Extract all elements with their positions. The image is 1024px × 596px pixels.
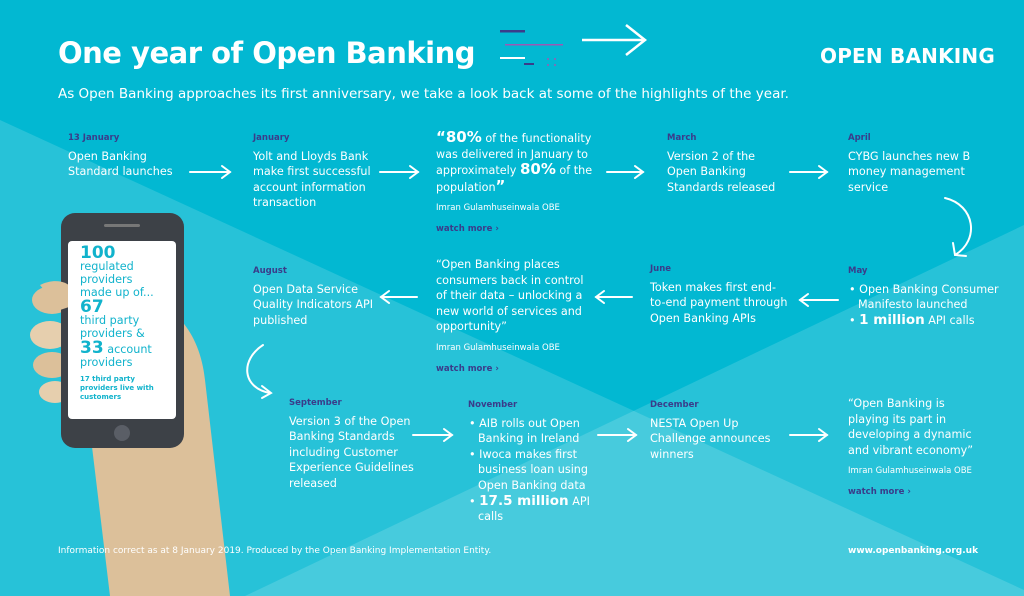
arrow-right-icon [606,165,645,179]
footer-note: Information correct as at 8 January 2019… [58,546,492,556]
event-march: March Version 2 of the Open Banking Stan… [667,131,787,195]
event-text: NESTA Open Up Challenge announces winner… [650,416,771,461]
quote-author: Imran Gulamhuseinwala OBE [848,466,972,477]
event-13-january: 13 January Open Banking Standard launche… [68,131,188,180]
event-november: November • AIB rolls out Open Banking in… [468,398,613,525]
stat-regulated-count: 100 [80,243,116,263]
event-text: Open Banking Standard launches [68,149,173,179]
stat-tpp-count: 67 [80,297,104,317]
curved-arrow-down-icon [944,197,972,257]
event-bullet: • AIB rolls out Open Banking in Ireland [469,416,580,446]
event-text: Version 3 of the Open Banking Standards … [289,414,414,490]
footer-website-link[interactable]: www.openbanking.org.uk [848,546,979,556]
light-diagonal-band [0,120,1024,596]
page-subtitle: As Open Banking approaches its first ann… [58,86,789,102]
event-date: April [848,133,871,143]
header-lines-icon [500,30,563,66]
event-date: May [848,266,868,276]
open-banking-logo: OPEN BANKING [820,44,995,68]
event-date: November [468,400,518,410]
quote-text: “Open Banking is playing its part in dev… [848,397,974,457]
arrow-left-icon [594,290,633,304]
quote-author: Imran Gulamhuseinwala OBE [436,203,560,214]
watch-more-link[interactable]: watch more › [436,363,499,374]
event-december: December NESTA Open Up Challenge announc… [650,398,780,462]
event-january: January Yolt and Lloyds Bank make first … [253,131,378,211]
stat-aspsp-count: 33 [80,338,104,358]
event-june: June Token makes first end-to-end paymen… [650,262,790,326]
arrow-right-icon [597,428,638,442]
arrow-left-icon [798,293,839,307]
thumb-illustration [40,281,76,310]
arrow-right-icon [789,165,829,179]
quote-text: “Open Banking places consumers back in c… [436,258,584,334]
event-bullet: • 1 million API calls [849,311,975,328]
event-text: Token makes first end-to-end payment thr… [650,280,788,325]
event-bullet: • 17.5 million API calls [469,492,590,524]
quote-text: “80% of the functionality was delivered … [436,128,593,195]
quote-80-percent: “80% of the functionality was delivered … [436,128,596,238]
event-may: May • Open Banking Consumer Manifesto la… [848,264,1008,328]
arrow-left-icon [379,290,418,304]
event-date: September [289,398,342,408]
quote-consumers-control: “Open Banking places consumers back in c… [436,257,591,377]
stat-live-tpp: 17 third party providers live with custo… [80,375,154,401]
stat-tpp-label: third party providers & [80,314,145,340]
watch-more-link[interactable]: watch more › [848,486,911,497]
header-arrow-icon [582,24,648,56]
curved-arrow-down-icon [246,344,273,399]
event-date: 13 January [68,133,120,143]
quote-vibrant-economy: “Open Banking is playing its part in dev… [848,396,983,501]
light-diagonal-band-right [245,225,1024,596]
event-date: August [253,266,287,276]
phone-screen: 100 regulated providers made up of... 67… [68,241,176,419]
event-text: Version 2 of the Open Banking Standards … [667,149,776,194]
stat-aspsp-label: account providers [80,343,152,369]
stat-regulated-label: regulated providers made up of... [80,260,154,299]
event-text: Open Data Service Quality Indicators API… [253,282,374,327]
event-april: April CYBG launches new B money manageme… [848,131,978,195]
event-bullet: • Iwoca makes first business loan using … [469,447,588,492]
event-text: CYBG launches new B money management ser… [848,149,971,194]
watch-more-link[interactable]: watch more › [436,223,499,234]
event-date: December [650,400,699,410]
arrow-right-icon [189,165,232,179]
event-august: August Open Data Service Quality Indicat… [253,264,378,328]
event-date: January [253,133,290,143]
arrow-right-icon [789,428,829,442]
arrow-right-icon [412,428,454,442]
event-date: March [667,133,697,143]
event-bullet: • Open Banking Consumer Manifesto launch… [849,282,999,312]
arrow-right-icon [379,165,420,179]
quote-author: Imran Gulamhuseinwala OBE [436,342,560,353]
page-title: One year of Open Banking [58,36,476,70]
event-september: September Version 3 of the Open Banking … [289,396,414,492]
event-date: June [650,264,672,274]
event-text: Yolt and Lloyds Bank make first successf… [253,149,371,210]
